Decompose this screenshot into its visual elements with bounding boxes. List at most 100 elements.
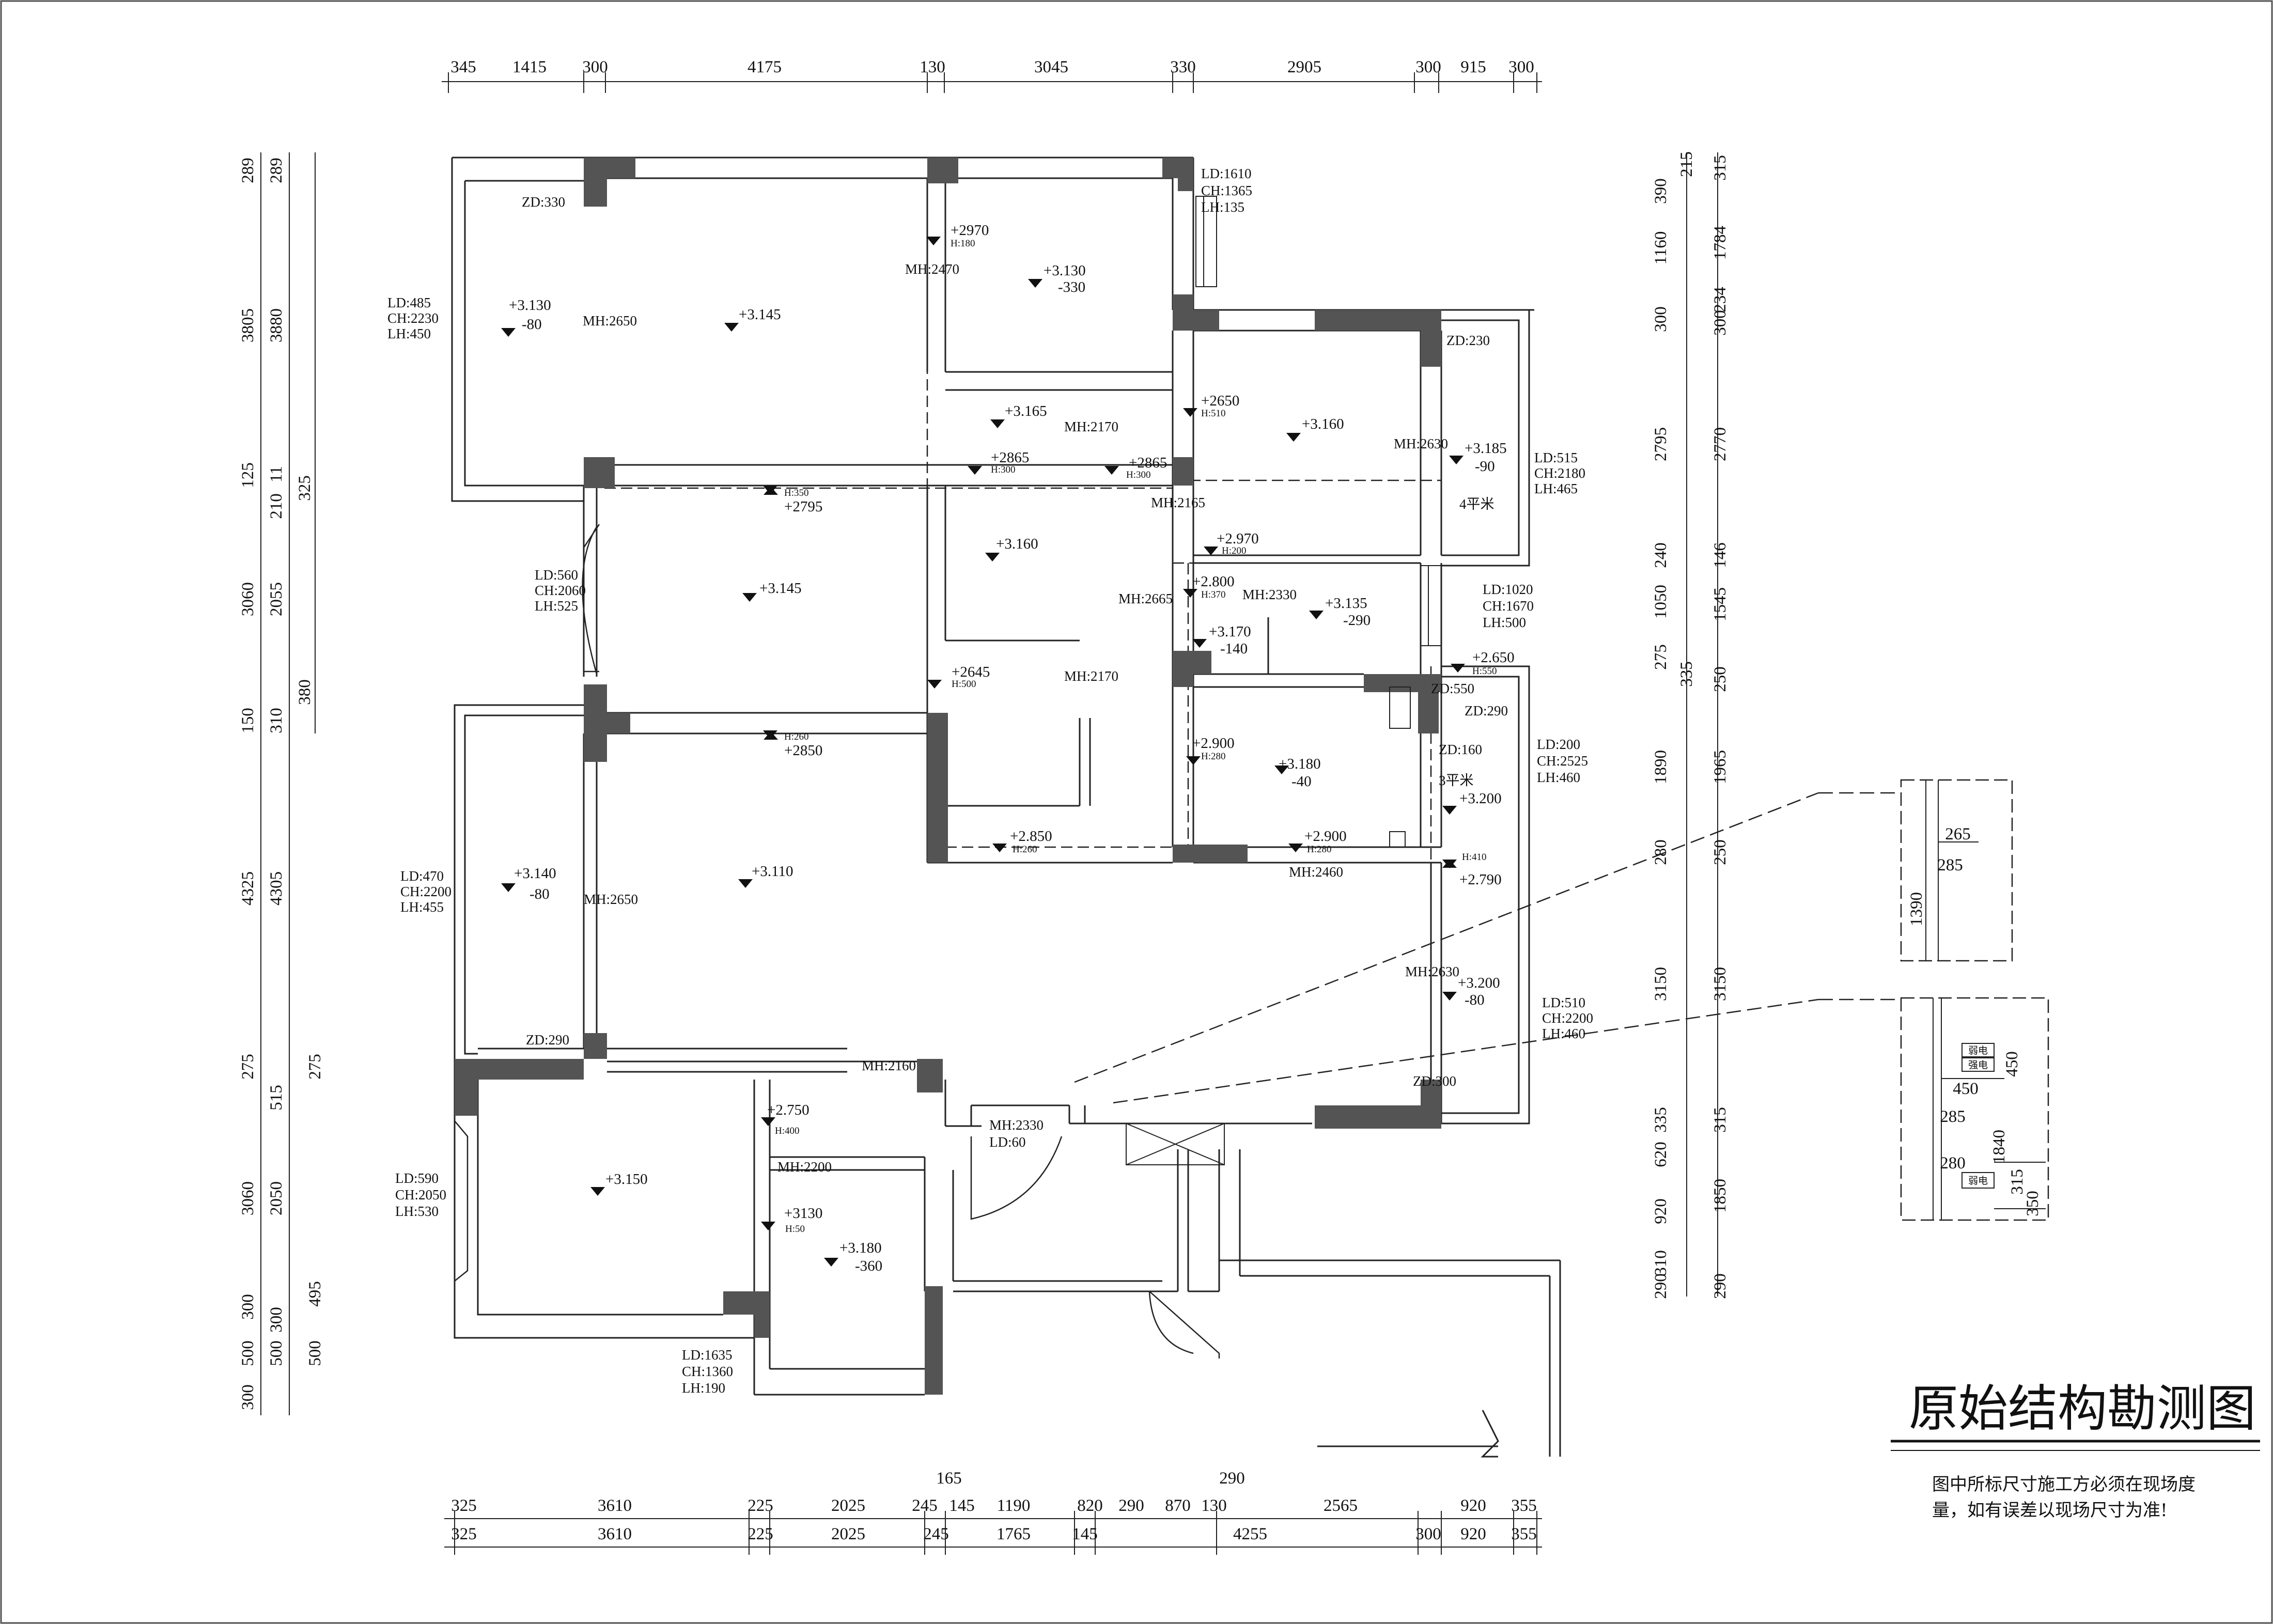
window-marks — [1126, 196, 1442, 1165]
label-zd-550: ZD:550 — [1431, 681, 1474, 696]
label-ld-470: LD:470 — [400, 868, 444, 884]
dim-left-in-2: 3880 — [267, 308, 286, 342]
label-level-2850-b: +2.850 — [1010, 828, 1052, 845]
label-lh-460-a: LH:460 — [1537, 770, 1580, 785]
label-ch-2060: CH:2060 — [535, 583, 586, 598]
label-lh-135: LH:135 — [1201, 199, 1244, 215]
label-level-m40: -40 — [1291, 773, 1312, 790]
label-level-2970-b: +2.970 — [1217, 530, 1259, 547]
label-lh-460-b: LH:460 — [1542, 1026, 1585, 1041]
label-level-2865-b: +2865 — [1129, 455, 1167, 471]
detail2-dim-1: 450 — [2003, 1051, 2021, 1077]
detail2-dim-5: 280 — [1940, 1154, 1966, 1173]
label-mh-2200: MH:2200 — [777, 1159, 832, 1175]
dim-left-extra-7: 500 — [306, 1340, 324, 1366]
label-level-2650: +2650 — [1201, 393, 1239, 409]
dim-bottom-in-8: 820 — [1077, 1496, 1103, 1515]
dim-left-extra-6: 495 — [306, 1281, 324, 1307]
label-mh-2460: MH:2460 — [1289, 864, 1343, 880]
label-level-2800: +2.800 — [1192, 573, 1235, 590]
label-h-400: H:400 — [775, 1126, 800, 1136]
label-level-m140: -140 — [1220, 641, 1248, 657]
label-lh-455: LH:455 — [400, 899, 444, 915]
label-ld-1610: LD:1610 — [1201, 166, 1252, 181]
label-mh-2630-a: MH:2630 — [1394, 436, 1448, 451]
dim-top-10: 915 — [1460, 58, 1486, 76]
label-level-m80-c: -80 — [1465, 992, 1485, 1008]
dim-right-in-14: 310 — [1652, 1250, 1670, 1276]
dim-right-in-2: 1160 — [1652, 231, 1670, 265]
label-level-2970-a: +2970 — [951, 222, 989, 239]
label-level-3145-a: +3.145 — [739, 306, 781, 323]
dim-bottom-in-9: 290 — [1118, 1496, 1144, 1515]
elevation-markers-up — [764, 487, 1457, 868]
dim-right-out-12: 315 — [1711, 1107, 1730, 1133]
label-mh-2170-b: MH:2170 — [1064, 668, 1118, 684]
dim-bottom-in-14: 355 — [1511, 1496, 1537, 1515]
dim-bottom-out-7: 145 — [1072, 1525, 1098, 1543]
dim-bottom-out-5: 245 — [923, 1525, 949, 1543]
dim-bottom-in-11: 130 — [1201, 1496, 1227, 1515]
dim-top-6: 3045 — [1034, 58, 1068, 76]
beam-dashed-lines — [604, 181, 1441, 1328]
dim-left-in-8: 515 — [267, 1085, 286, 1111]
dim-left-in-10: 300 — [267, 1307, 286, 1333]
label-ld-1635: LD:1635 — [682, 1347, 733, 1363]
label-mh-2330-a: MH:2330 — [1242, 587, 1297, 602]
detail-box-1: 265 285 1390 — [1900, 779, 2013, 962]
label-mh-2665: MH:2665 — [1118, 591, 1173, 606]
dim-bottom-out-8: 4255 — [1233, 1525, 1267, 1543]
dim-right-out-14: 290 — [1711, 1273, 1730, 1299]
label-h-410: H:410 — [1462, 852, 1487, 863]
dim-left-extra-5: 275 — [306, 1054, 324, 1080]
elevation-markers — [501, 237, 1465, 1267]
label-h-260-b: H:260 — [1013, 844, 1037, 855]
dim-left-out-7: 3060 — [239, 1181, 257, 1215]
label-zd-300: ZD:300 — [1413, 1073, 1456, 1089]
dim-top-5: 130 — [920, 58, 945, 76]
dim-bottom-out-11: 355 — [1511, 1525, 1537, 1543]
label-level-2900-b: +2.900 — [1304, 828, 1347, 845]
label-h-260-a: H:260 — [784, 731, 809, 742]
label-zd-330: ZD:330 — [522, 194, 565, 210]
label-ch-2200-b: CH:2200 — [1542, 1010, 1593, 1026]
label-level-2650-b: +2.650 — [1472, 649, 1515, 666]
label-level-3160-a: +3.160 — [1302, 416, 1344, 432]
label-lh-450: LH:450 — [387, 326, 431, 341]
label-level-3180-b: +3.180 — [839, 1240, 882, 1256]
dim-right-out-11: 3150 — [1711, 967, 1730, 1001]
dim-bottom-out-3: 225 — [748, 1525, 773, 1543]
dim-right-out-2: 1784 — [1711, 226, 1730, 260]
label-ch-1360: CH:1360 — [682, 1364, 733, 1379]
label-level-2645: +2645 — [952, 664, 990, 680]
label-h-300-a: H:300 — [991, 464, 1016, 475]
dim-right-out-4: 300 — [1711, 310, 1730, 336]
dim-right-in-1: 390 — [1652, 178, 1670, 204]
dim-right-out-8: 250 — [1711, 666, 1730, 692]
dim-right-out-10: 250 — [1711, 839, 1730, 865]
dim-top-4: 4175 — [748, 58, 782, 76]
detail1-dim-3: 1390 — [1907, 892, 1926, 926]
dim-bottom-out-9: 300 — [1415, 1525, 1441, 1543]
dim-right-in-5: 240 — [1652, 542, 1670, 568]
dim-left-in-9: 2050 — [267, 1181, 286, 1215]
label-level-3130-c: +3130 — [784, 1205, 822, 1222]
dim-bottom-in-10: 870 — [1165, 1496, 1191, 1515]
detail-box-2: 弱电 强电 弱电 450 450 285 1840 280 315 350 — [1900, 997, 2049, 1221]
dim-bottom-in-1: 325 — [451, 1496, 477, 1515]
label-level-m80-b: -80 — [530, 886, 550, 902]
label-h-350: H:350 — [784, 488, 809, 498]
dim-right-out-9: 1965 — [1711, 750, 1730, 784]
dim-left-in-4: 210 — [267, 493, 286, 519]
drawing-note-line-1: 图中所标尺寸施工方必须在现场度 — [1932, 1474, 2196, 1495]
label-level-3150: +3.150 — [605, 1171, 648, 1188]
label-level-3200-a: +3.200 — [1459, 790, 1502, 807]
label-lh-530: LH:530 — [395, 1204, 439, 1219]
label-level-3130-b: +3.130 — [1044, 262, 1086, 279]
label-mh-2160: MH:2160 — [862, 1058, 916, 1073]
label-mh-2330-b: MH:2330 — [989, 1117, 1044, 1133]
label-mh-2165: MH:2165 — [1151, 495, 1205, 510]
label-zd-160: ZD:160 — [1439, 742, 1482, 757]
dim-bottom-out-4: 2025 — [831, 1525, 865, 1543]
label-level-2795: +2795 — [784, 498, 822, 515]
